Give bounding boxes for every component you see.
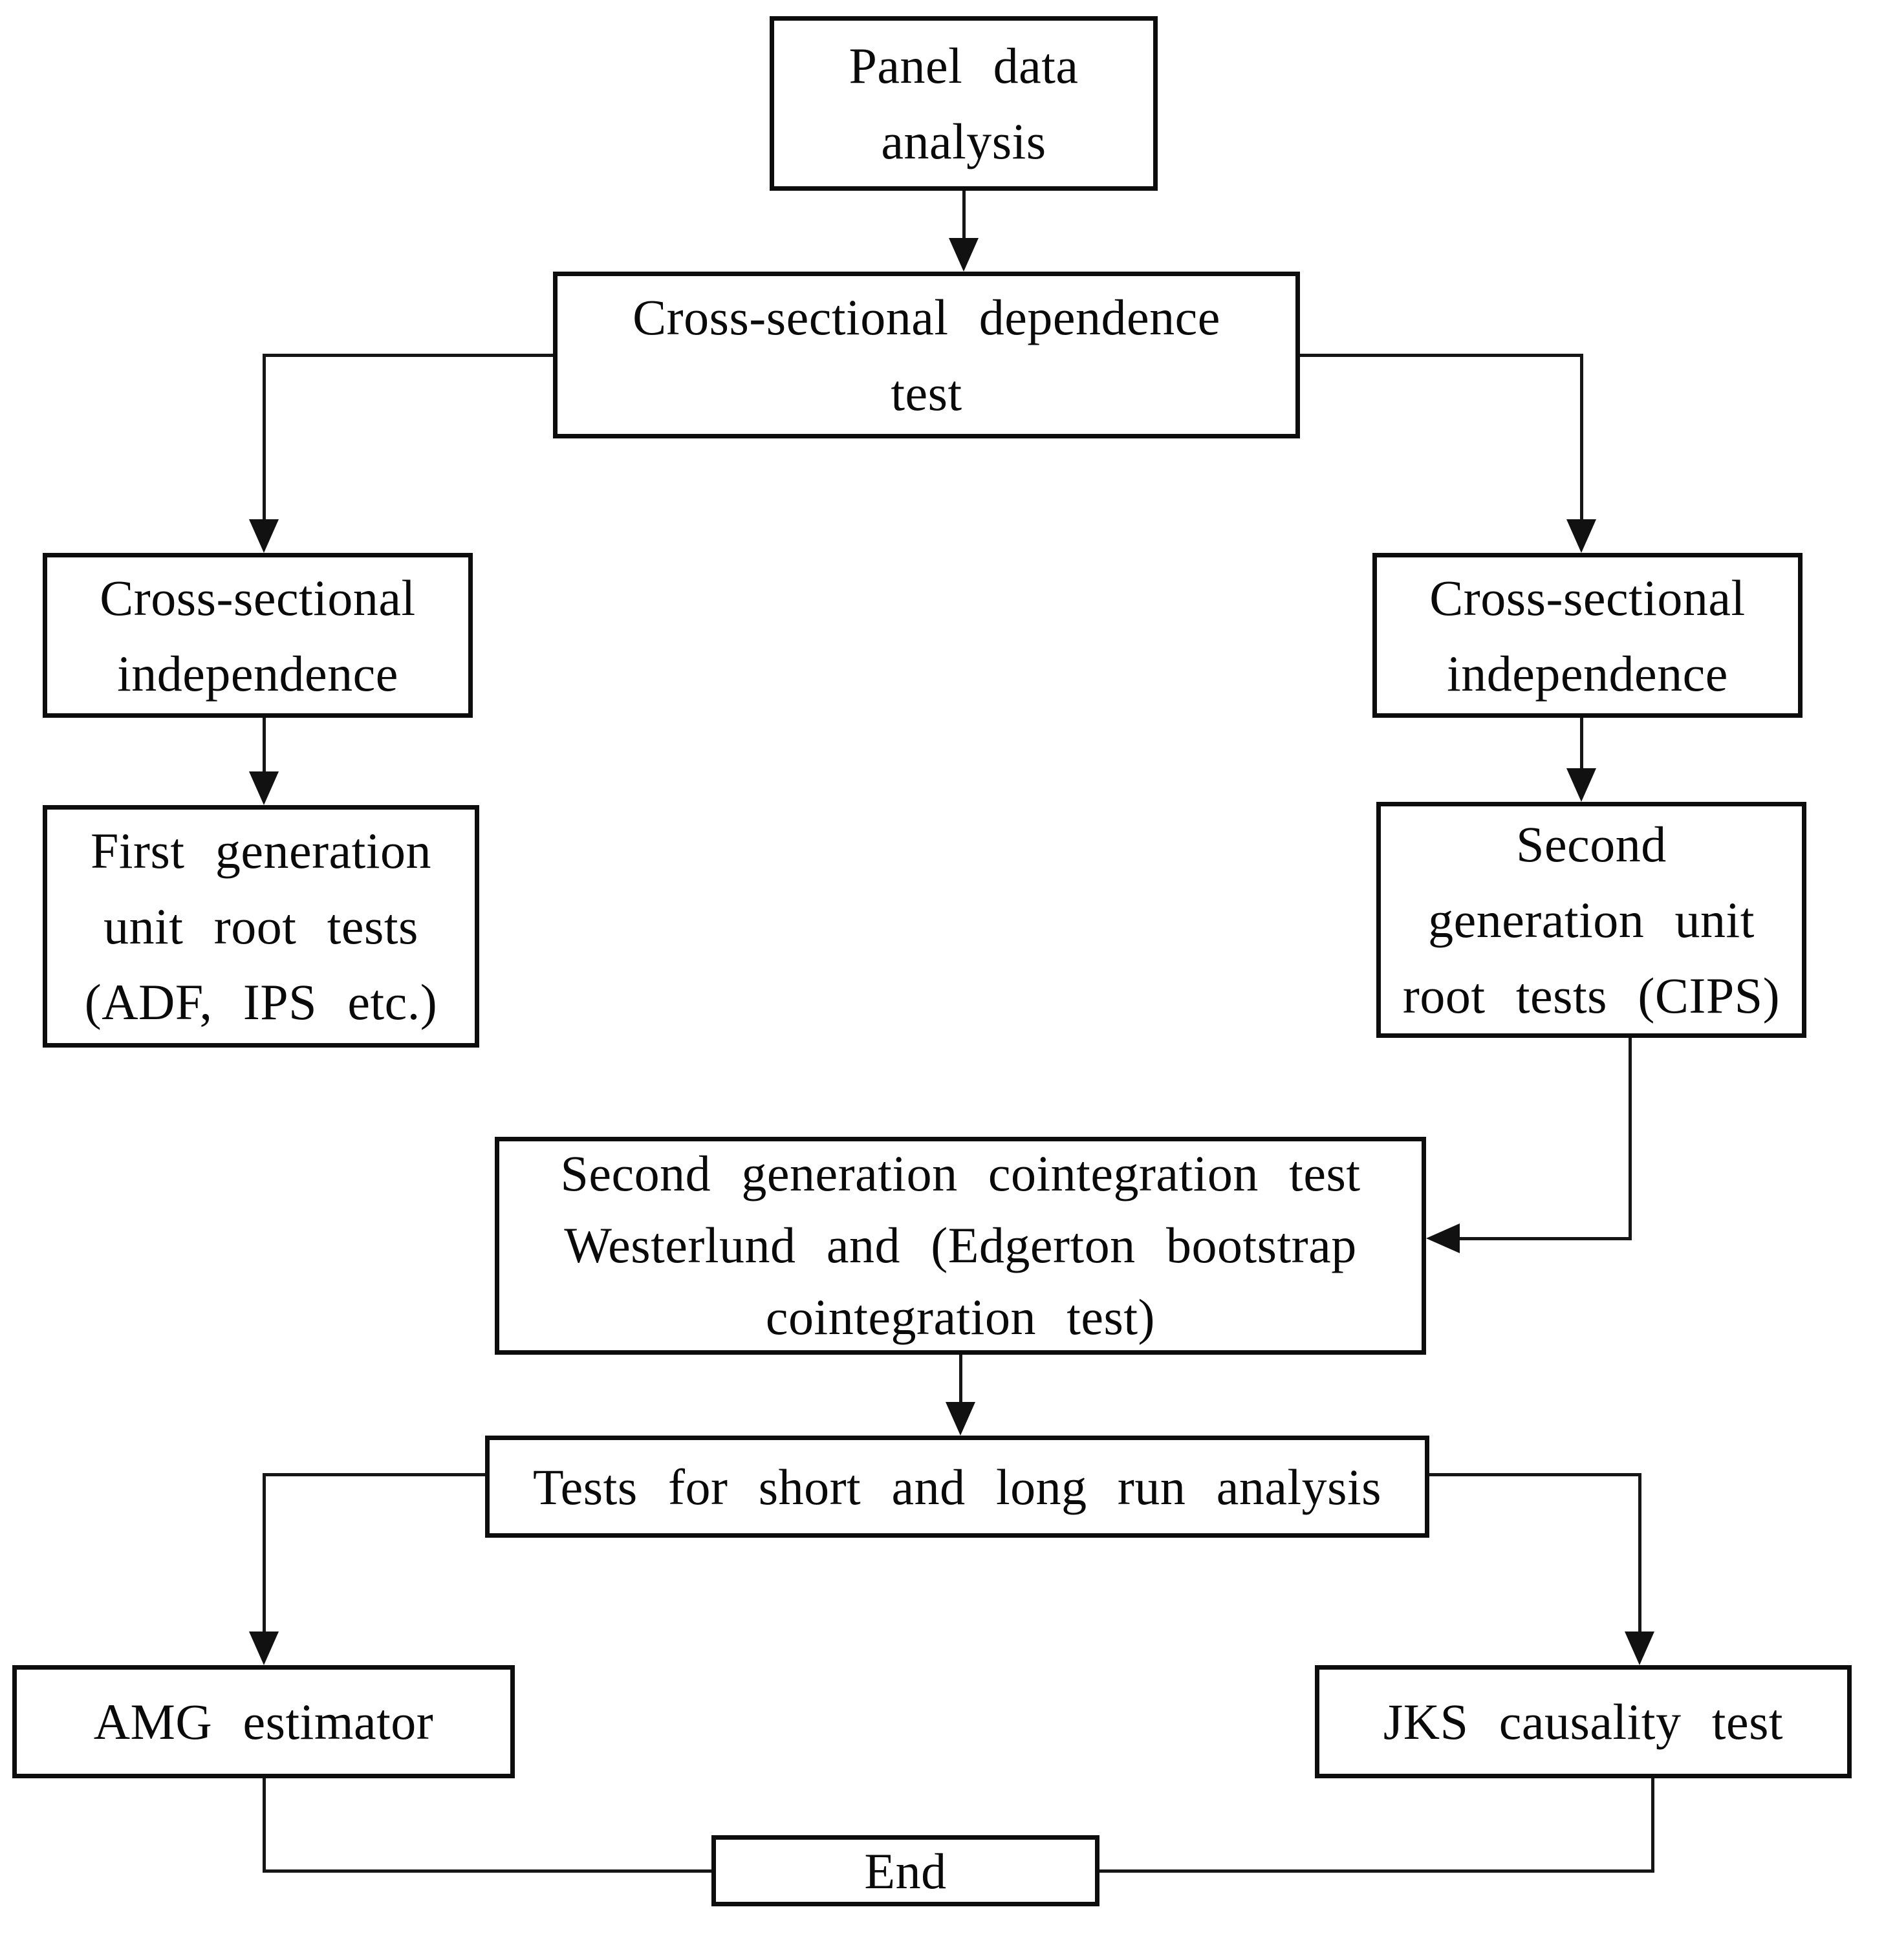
node-panel-data-analysis-label: Panel data analysis — [849, 38, 1079, 169]
connector-jks-to-end-horizontal — [1099, 1869, 1654, 1873]
arrow-down-icon — [949, 238, 979, 272]
connector-tests-to-jks-vertical — [1638, 1473, 1641, 1634]
connector-jks-to-end-vertical — [1651, 1778, 1654, 1872]
arrow-down-icon — [249, 519, 279, 553]
arrow-left-icon — [1426, 1223, 1460, 1253]
arrow-down-icon — [1566, 768, 1596, 802]
connector-csi-right-to-second-gen — [1580, 718, 1583, 771]
connector-second-gen-to-coint-vertical — [1629, 1038, 1632, 1240]
arrow-down-icon — [249, 771, 279, 805]
arrow-down-icon — [1566, 519, 1596, 553]
connector-tests-to-jks-horizontal — [1429, 1473, 1640, 1476]
connector-csd-to-left-horizontal — [264, 354, 553, 357]
node-first-generation-unit-root-tests-label: First generation unit root tests (ADF, I… — [84, 823, 438, 1030]
connector-tests-to-amg-vertical — [263, 1473, 266, 1634]
node-tests-short-long-run-label: Tests for short and long run analysis — [532, 1458, 1381, 1515]
connector-csd-to-right-vertical — [1580, 354, 1583, 522]
node-jks-causality-test-label: JKS causality test — [1383, 1694, 1784, 1750]
connector-second-gen-to-coint-horizontal — [1458, 1237, 1632, 1240]
node-cross-sectional-independence-right-label: Cross-sectional independence — [1429, 569, 1746, 702]
node-end-label: End — [864, 1842, 947, 1899]
connector-coint-to-tests — [959, 1355, 962, 1405]
node-second-generation-cointegration-test: Second generation cointegration test Wes… — [495, 1137, 1426, 1355]
node-panel-data-analysis: Panel data analysis — [770, 16, 1158, 191]
node-second-generation-unit-root-tests: Second generation unit root tests (CIPS) — [1376, 802, 1806, 1038]
node-end: End — [711, 1835, 1099, 1906]
connector-amg-to-end-horizontal — [263, 1869, 711, 1873]
node-first-generation-unit-root-tests: First generation unit root tests (ADF, I… — [43, 805, 479, 1048]
node-second-generation-unit-root-tests-label: Second generation unit root tests (CIPS) — [1402, 816, 1781, 1024]
node-amg-estimator: AMG estimator — [12, 1665, 515, 1778]
node-cross-sectional-independence-left-label: Cross-sectional independence — [100, 569, 416, 702]
node-cross-sectional-independence-right: Cross-sectional independence — [1372, 553, 1803, 718]
connector-tests-to-amg-horizontal — [264, 1473, 485, 1476]
node-cross-sectional-dependence-test-label: Cross-sectional dependence test — [633, 289, 1220, 421]
node-cross-sectional-dependence-test: Cross-sectional dependence test — [553, 272, 1300, 438]
connector-csi-left-to-first-gen — [263, 718, 266, 774]
connector-csd-to-left-vertical — [263, 354, 266, 522]
node-jks-causality-test: JKS causality test — [1315, 1665, 1852, 1778]
connector-amg-to-end-vertical — [263, 1778, 266, 1872]
arrow-down-icon — [1625, 1632, 1654, 1665]
node-tests-short-long-run: Tests for short and long run analysis — [485, 1436, 1429, 1538]
arrow-down-icon — [946, 1402, 975, 1436]
node-amg-estimator-label: AMG estimator — [93, 1694, 434, 1750]
node-cross-sectional-independence-left: Cross-sectional independence — [43, 553, 473, 718]
node-second-generation-cointegration-test-label: Second generation cointegration test Wes… — [560, 1145, 1361, 1345]
arrow-down-icon — [249, 1632, 279, 1665]
connector-panel-to-csd — [962, 191, 966, 242]
connector-csd-to-right-horizontal — [1300, 354, 1581, 357]
